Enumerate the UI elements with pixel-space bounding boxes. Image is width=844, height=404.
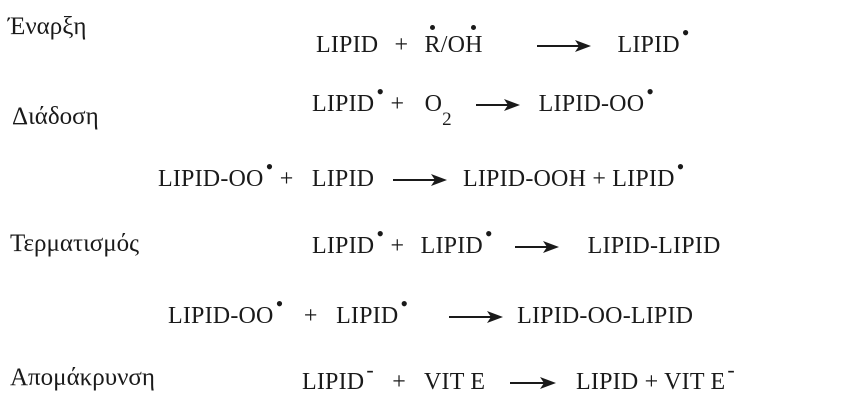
oxygen: O [424, 91, 443, 117]
radical-dot: • [265, 154, 274, 179]
radical-dot: • [376, 79, 385, 104]
radical-dot: • [484, 221, 493, 246]
plus-sign: + [390, 91, 405, 117]
reaction-arrow-icon [515, 241, 560, 254]
negative-charge: - [727, 357, 735, 382]
stage-label-initiation: Έναρξη [8, 13, 87, 40]
initiator-slash: /O [440, 32, 466, 58]
reactant: LIPID [302, 369, 365, 395]
product: LIPID [576, 369, 639, 395]
reaction-arrow-icon [476, 99, 521, 112]
radical-dot: • [681, 20, 690, 45]
plus-sign: + [303, 303, 318, 329]
plus-sign: + [390, 233, 405, 259]
radical-dot: • [400, 291, 409, 316]
equation-propagation-1: LIPID• + O2 LIPID-OO• [312, 81, 654, 130]
product: LIPID-OOH [463, 166, 587, 192]
plus-sign: + [279, 166, 294, 192]
subscript-two: 2 [442, 109, 452, 130]
plus-sign: + [644, 369, 659, 395]
reaction-arrow-icon [537, 40, 592, 53]
radical-dot: • [275, 291, 284, 316]
product: LIPID [617, 32, 680, 58]
reaction-arrow-icon [392, 174, 447, 187]
product: LIPID-LIPID [587, 233, 721, 259]
plus-sign: + [394, 32, 409, 58]
equation-initiation: LIPID + R/OH LIPID• [316, 22, 690, 58]
reactant: LIPID-OO [158, 166, 264, 192]
plus-sign: + [592, 166, 607, 192]
product: LIPID-OO-LIPID [517, 303, 694, 329]
equation-propagation-2: LIPID-OO• + LIPID LIPID-OOH + LIPID• [158, 156, 685, 192]
stage-label-propagation: Διάδοση [12, 103, 99, 130]
radical-dot: • [676, 154, 685, 179]
negative-charge: - [366, 357, 374, 382]
equation-termination-2: LIPID-OO• + LIPID• LIPID-OO-LIPID [168, 293, 694, 329]
reactant: LIPID [312, 233, 375, 259]
reaction-arrow-icon [509, 377, 556, 390]
reactant: LIPID [311, 166, 375, 192]
stage-label-termination: Τερματισμός [10, 230, 140, 257]
equation-termination-1: LIPID• + LIPID• LIPID-LIPID [312, 223, 721, 259]
product: LIPID-OO [538, 91, 645, 117]
product: LIPID [612, 166, 675, 192]
reactant: LIPID [316, 32, 379, 58]
initiator-r: R [424, 25, 441, 58]
product: VIT E [664, 369, 726, 395]
equation-removal: LIPID- + VIT E LIPID + VIT E- [302, 359, 735, 395]
reactant: LIPID [312, 91, 375, 117]
reactant: LIPID [420, 233, 483, 259]
reactant: VIT E [424, 369, 486, 395]
reactant: LIPID [336, 303, 399, 329]
reaction-arrow-icon [448, 311, 503, 324]
radical-dot: • [376, 221, 385, 246]
plus-sign: + [392, 369, 407, 395]
stage-label-removal: Απομάκρυνση [10, 364, 155, 391]
reactant: LIPID-OO [168, 303, 274, 329]
radical-dot: • [646, 79, 655, 104]
initiator-h: H [465, 25, 483, 58]
